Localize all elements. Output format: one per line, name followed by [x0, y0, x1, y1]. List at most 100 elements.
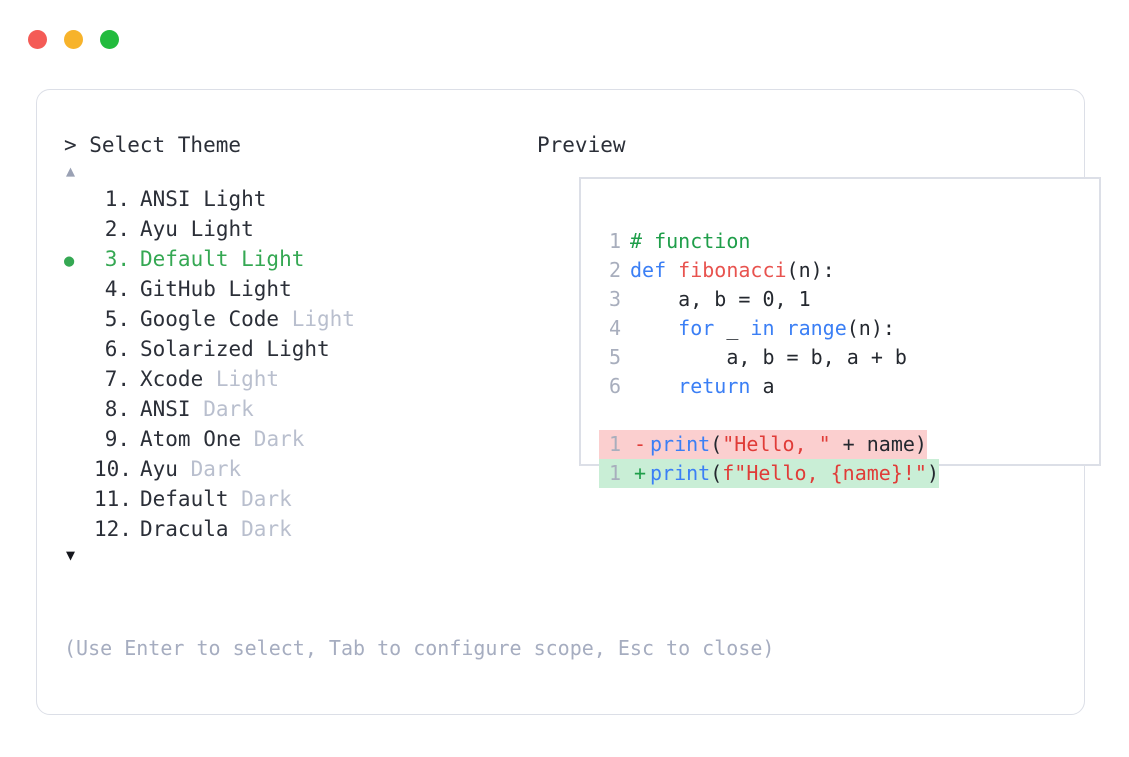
- diff-sign: -: [633, 432, 647, 456]
- theme-item-number: 1.: [104, 187, 130, 211]
- code-line-content: print(f"Hello, {name}!"): [650, 459, 939, 488]
- scroll-down-icon[interactable]: ▼: [66, 546, 76, 564]
- line-number: 6: [608, 374, 621, 398]
- code-token: in range: [750, 316, 847, 340]
- theme-item-name: Google Code: [140, 307, 292, 331]
- theme-item-name: Default: [140, 487, 242, 511]
- code-line: 3 a, b = 0, 1: [599, 285, 939, 314]
- maximize-button[interactable]: [100, 30, 119, 49]
- theme-item-variant: Light: [291, 307, 355, 331]
- code-token: (: [710, 461, 723, 485]
- code-token: + name): [830, 432, 927, 456]
- theme-item-number: 6.: [104, 337, 130, 361]
- code-line: 4 for _ in range(n):: [599, 314, 939, 343]
- line-number: 1: [608, 432, 621, 456]
- theme-item-number: 12.: [94, 517, 132, 541]
- minimize-button[interactable]: [64, 30, 83, 49]
- line-number: 1: [608, 229, 621, 253]
- code-token: a: [750, 374, 775, 398]
- selected-bullet-icon: ●: [64, 251, 75, 271]
- code-token: for: [678, 316, 715, 340]
- theme-item-number: 7.: [104, 367, 130, 391]
- theme-list-item[interactable]: 9.Atom One Dark: [64, 424, 534, 454]
- theme-item-variant: Light: [215, 367, 280, 391]
- theme-item-variant: Dark: [241, 487, 292, 511]
- theme-item-name: Default Light: [140, 247, 305, 271]
- diff-removed-line: 1-print("Hello, " + name): [599, 430, 927, 459]
- line-number: 1: [608, 461, 621, 485]
- scroll-up-icon[interactable]: ▲: [66, 162, 76, 180]
- code-token: fibonacci: [678, 258, 787, 282]
- theme-list-item[interactable]: 6. Solarized Light: [64, 334, 534, 364]
- theme-item-variant: Dark: [190, 457, 242, 481]
- code-line: 5 a, b = b, a + b: [599, 343, 939, 372]
- code-line: 1 # function: [599, 227, 939, 256]
- theme-item-number: 3.: [104, 247, 130, 271]
- theme-list-item[interactable]: 1. ANSI Light: [64, 184, 534, 214]
- keyboard-hint: (Use Enter to select, Tab to configure s…: [64, 636, 775, 660]
- code-line: 6 return a: [599, 372, 939, 401]
- line-number: 2: [608, 258, 621, 282]
- code-line-content: a, b = 0, 1: [630, 285, 811, 314]
- theme-item-name: Ayu Light: [140, 217, 254, 241]
- theme-item-number: 8.: [104, 397, 130, 421]
- theme-item-name: ANSI: [140, 397, 204, 421]
- code-line-content: for _ in range(n):: [630, 314, 895, 343]
- code-token: ): [926, 461, 940, 485]
- code-token: _: [714, 316, 751, 340]
- theme-item-name: GitHub Light: [140, 277, 292, 301]
- diff-sign: +: [633, 461, 647, 485]
- theme-list-item[interactable]: 5.Google Code Light: [64, 304, 534, 334]
- window-controls: [28, 30, 119, 49]
- code-token: (n):: [846, 316, 895, 340]
- code-line-content: return a: [630, 372, 775, 401]
- code-token: [630, 374, 678, 398]
- theme-list-item[interactable]: 8. ANSI Dark: [64, 394, 534, 424]
- code-token: return: [678, 374, 751, 398]
- theme-list-item[interactable]: 7. Xcode Light: [64, 364, 534, 394]
- theme-list-item[interactable]: 10. Ayu Dark: [64, 454, 534, 484]
- diff-added-line: 1 +print(f"Hello, {name}!"): [599, 459, 940, 488]
- prompt-label: > Select Theme: [64, 133, 242, 157]
- code-token: print: [650, 461, 711, 485]
- theme-item-number: 4.: [104, 277, 130, 301]
- code-token: "Hello, ": [722, 432, 831, 456]
- code-token: (n):: [786, 258, 835, 282]
- theme-item-name: Xcode: [140, 367, 216, 391]
- theme-item-number: 11.: [94, 487, 132, 511]
- code-token: print: [650, 432, 711, 456]
- theme-list-item[interactable]: 4. GitHub Light: [64, 274, 534, 304]
- code-token: a, b = 0, 1: [630, 287, 811, 311]
- theme-item-number: 2.: [104, 217, 130, 241]
- theme-item-name: Ayu: [140, 457, 191, 481]
- theme-item-variant: Dark: [241, 517, 292, 541]
- theme-selector-column: > Select Theme ▲ 1. ANSI Light 2. Ayu Light…: [64, 130, 534, 566]
- code-line-content: # function: [630, 227, 750, 256]
- close-button[interactable]: [28, 30, 47, 49]
- line-number: 5: [608, 345, 621, 369]
- code-spacer: [599, 401, 939, 430]
- theme-list-item[interactable]: 12.Dracula Dark: [64, 514, 534, 544]
- theme-list-item[interactable]: 2. Ayu Light: [64, 214, 534, 244]
- theme-item-name: Solarized Light: [140, 337, 330, 361]
- theme-item-number: 10.: [94, 457, 132, 481]
- theme-list-item[interactable]: ● 3. Default Light: [64, 244, 534, 274]
- theme-item-variant: Dark: [253, 427, 305, 451]
- theme-list-item[interactable]: 11. Default Dark: [64, 484, 534, 514]
- code-token: def: [630, 258, 679, 282]
- theme-item-name: Atom One: [140, 427, 254, 451]
- code-token: # function: [630, 229, 751, 253]
- theme-item-name: ANSI Light: [140, 187, 267, 211]
- code-line-content: def fibonacci(n):: [630, 256, 835, 285]
- code-token: [630, 316, 678, 340]
- theme-list[interactable]: 1. ANSI Light 2. Ayu Light ● 3. Default Light 4…: [64, 184, 534, 544]
- code-token: (: [710, 432, 723, 456]
- preview-label: Preview: [537, 133, 626, 157]
- theme-selector-panel: > Select Theme ▲ 1. ANSI Light 2. Ayu Light…: [36, 89, 1101, 715]
- code-token: a, b = b, a + b: [630, 345, 907, 369]
- theme-item-variant: Dark: [203, 397, 254, 421]
- line-number: 3: [608, 287, 621, 311]
